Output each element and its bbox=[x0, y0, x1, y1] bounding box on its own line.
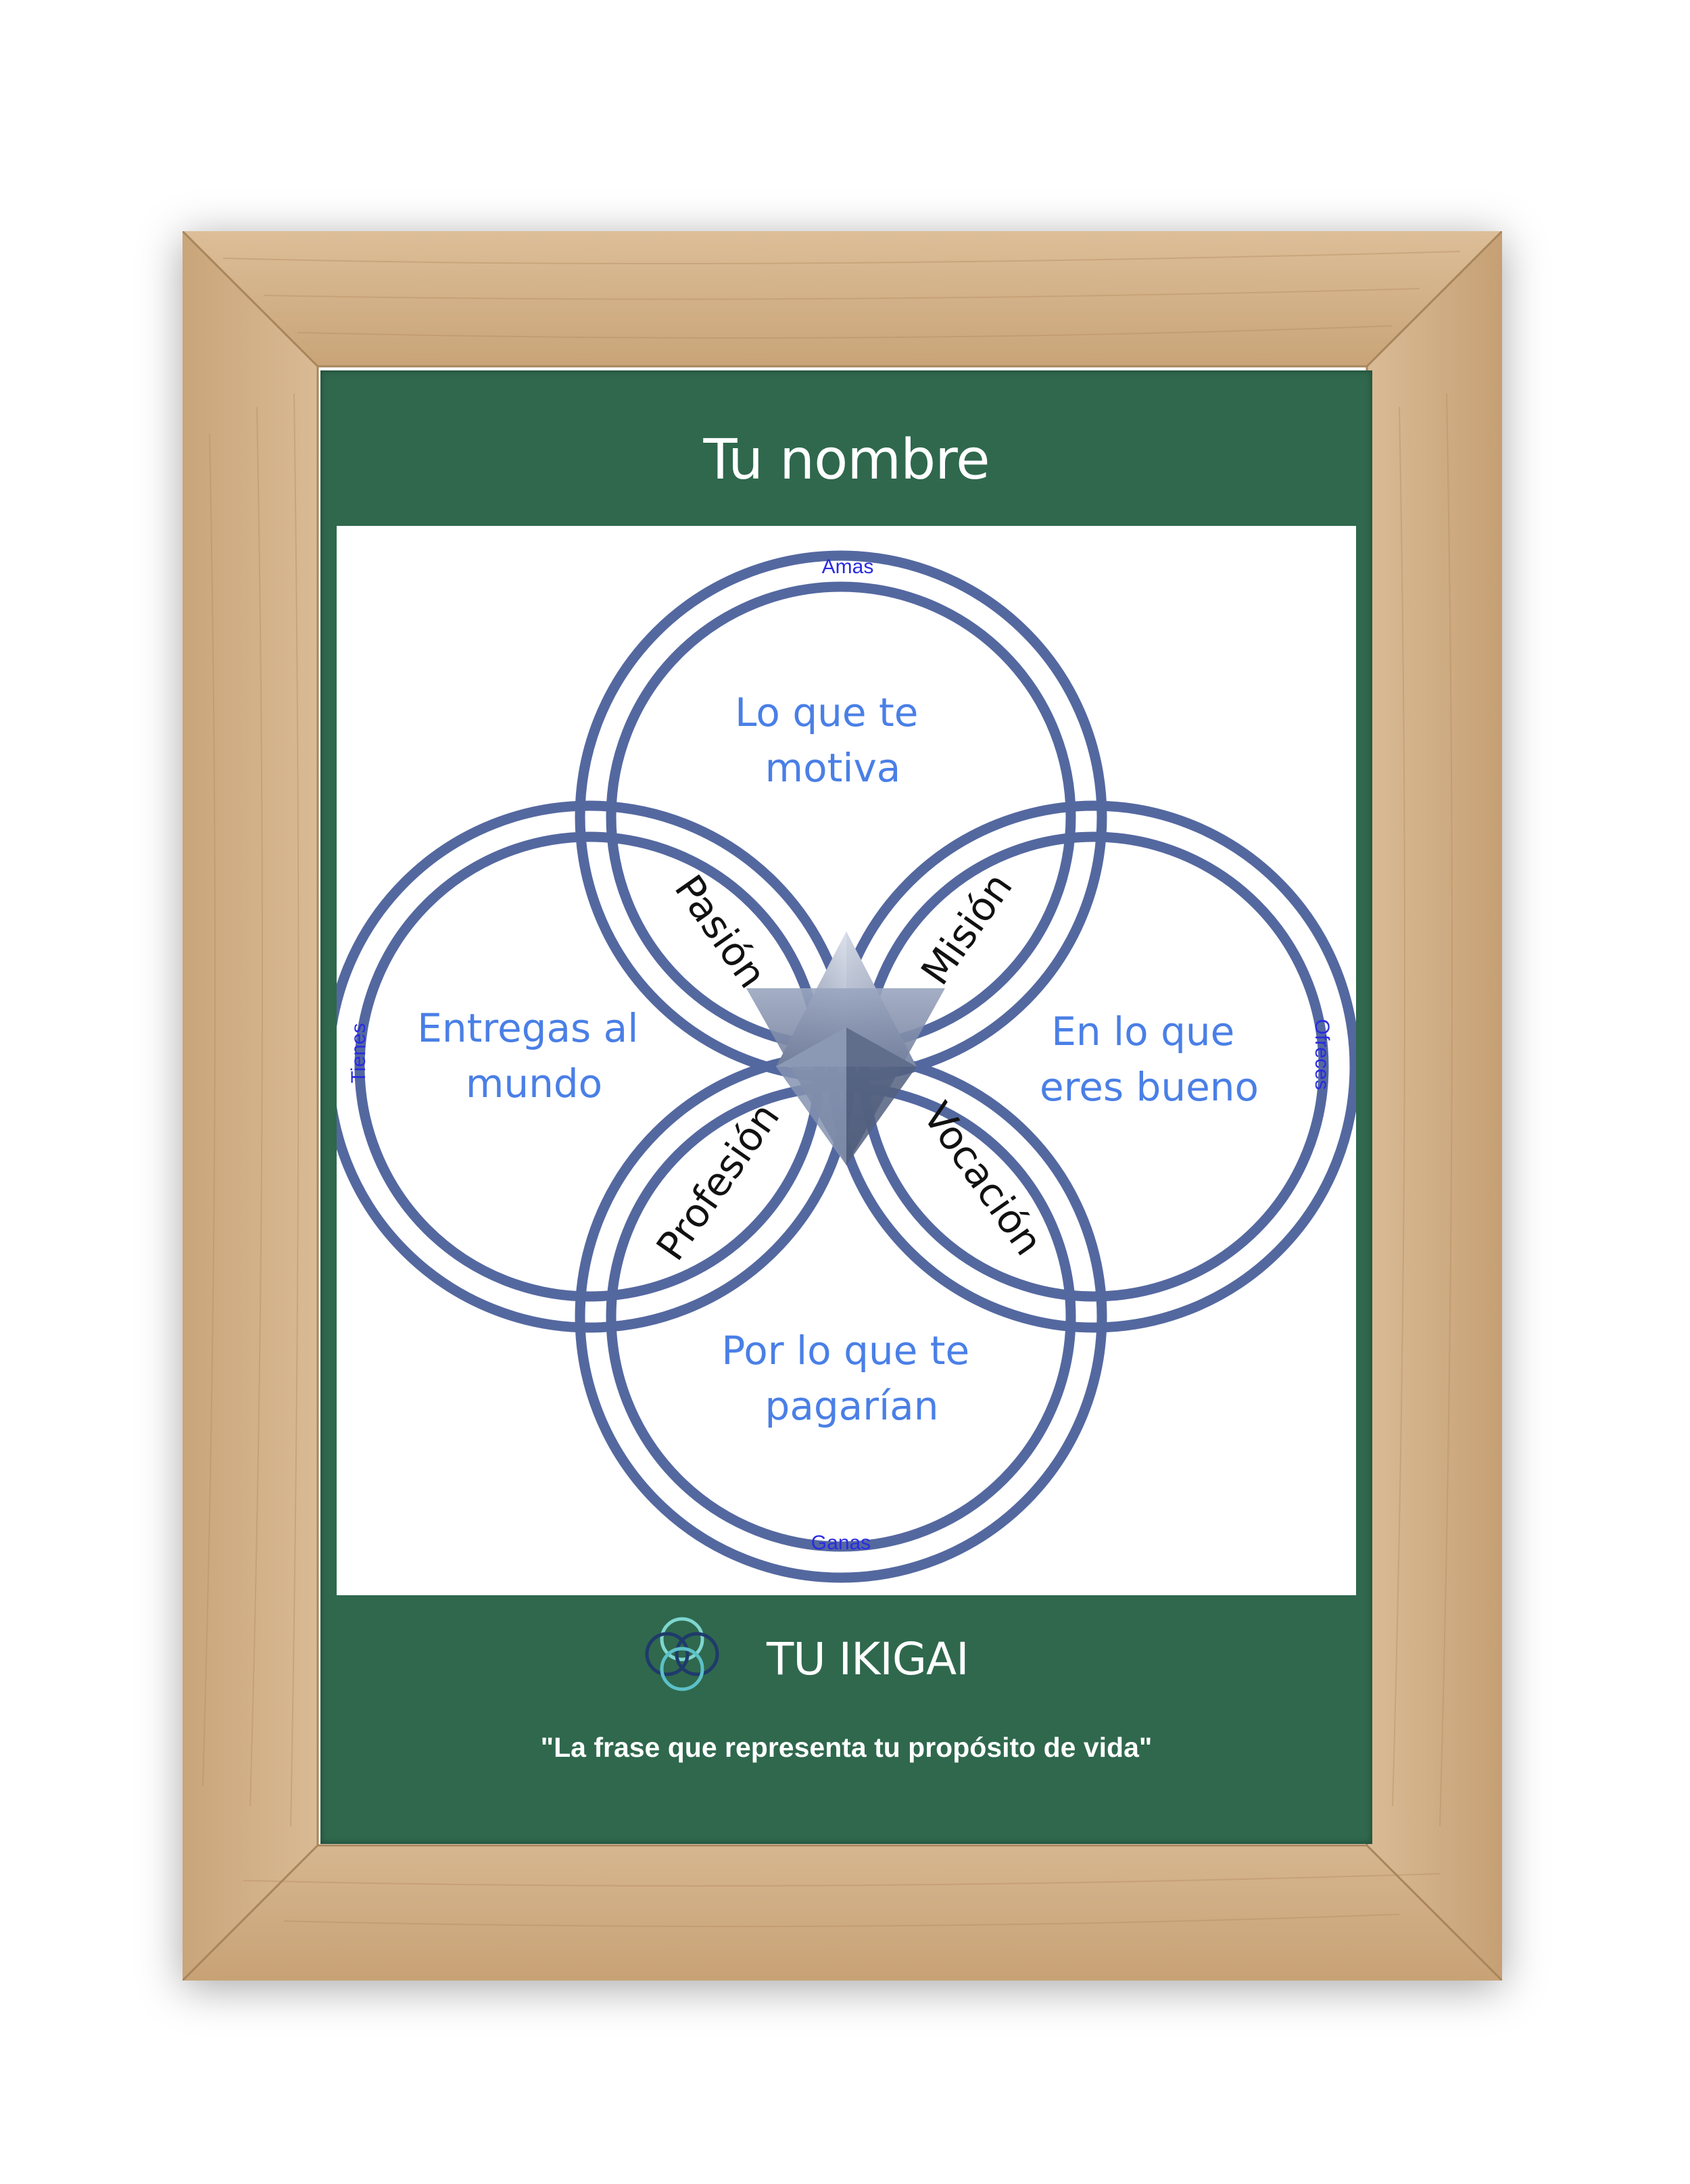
picture-frame bbox=[183, 231, 1502, 1981]
label-right: En lo que eres bueno bbox=[1040, 1009, 1259, 1110]
name-title: Tu nombre bbox=[703, 428, 990, 492]
brand-row: TU IKIGAI bbox=[320, 1601, 1372, 1716]
ikigai-diagram: Amas Ganas Tienes Ofreces Lo que te moti… bbox=[337, 550, 1356, 1583]
center-star-icon bbox=[746, 931, 945, 1165]
ikigai-logo-icon bbox=[645, 1617, 719, 1691]
ring-label-right: Ofreces bbox=[1311, 1019, 1333, 1090]
label-top: Lo que te motiva bbox=[735, 689, 931, 791]
label-left: Entregas al mundo bbox=[417, 1005, 651, 1107]
label-bottom: Por lo que te pagarían bbox=[721, 1328, 982, 1429]
purpose-tagline: "La frase que representa tu propósito de… bbox=[540, 1732, 1153, 1763]
ring-label-bottom: Ganas bbox=[811, 1532, 871, 1554]
green-mat: Tu nombre bbox=[320, 370, 1372, 1844]
wooden-frame bbox=[183, 231, 1502, 1981]
ring-label-left: Tienes bbox=[347, 1023, 370, 1084]
ring-label-top: Amas bbox=[822, 556, 874, 578]
brand-name: TU IKIGAI bbox=[767, 1633, 969, 1685]
ikigai-diagram-panel: Amas Ganas Tienes Ofreces Lo que te moti… bbox=[337, 526, 1356, 1595]
